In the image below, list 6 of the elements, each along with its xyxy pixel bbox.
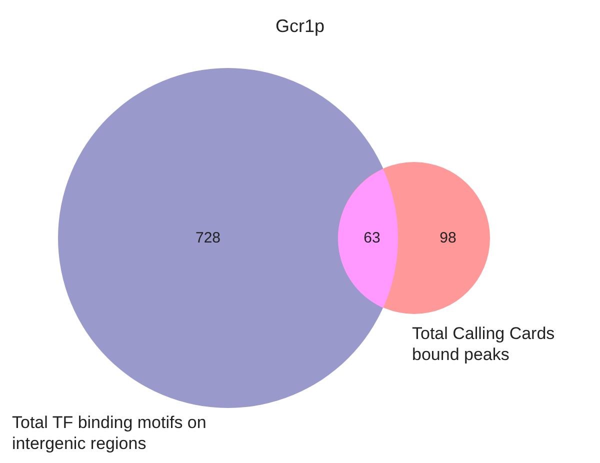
count-label: 63	[364, 229, 380, 246]
chart-title: Gcr1p	[274, 16, 326, 37]
set-label: Total TF binding motifs on intergenic regions	[12, 412, 208, 454]
count-label: 728	[195, 230, 221, 246]
set-label: Total Calling Cards bound peaks	[412, 323, 556, 365]
count-label: 98	[440, 230, 456, 246]
